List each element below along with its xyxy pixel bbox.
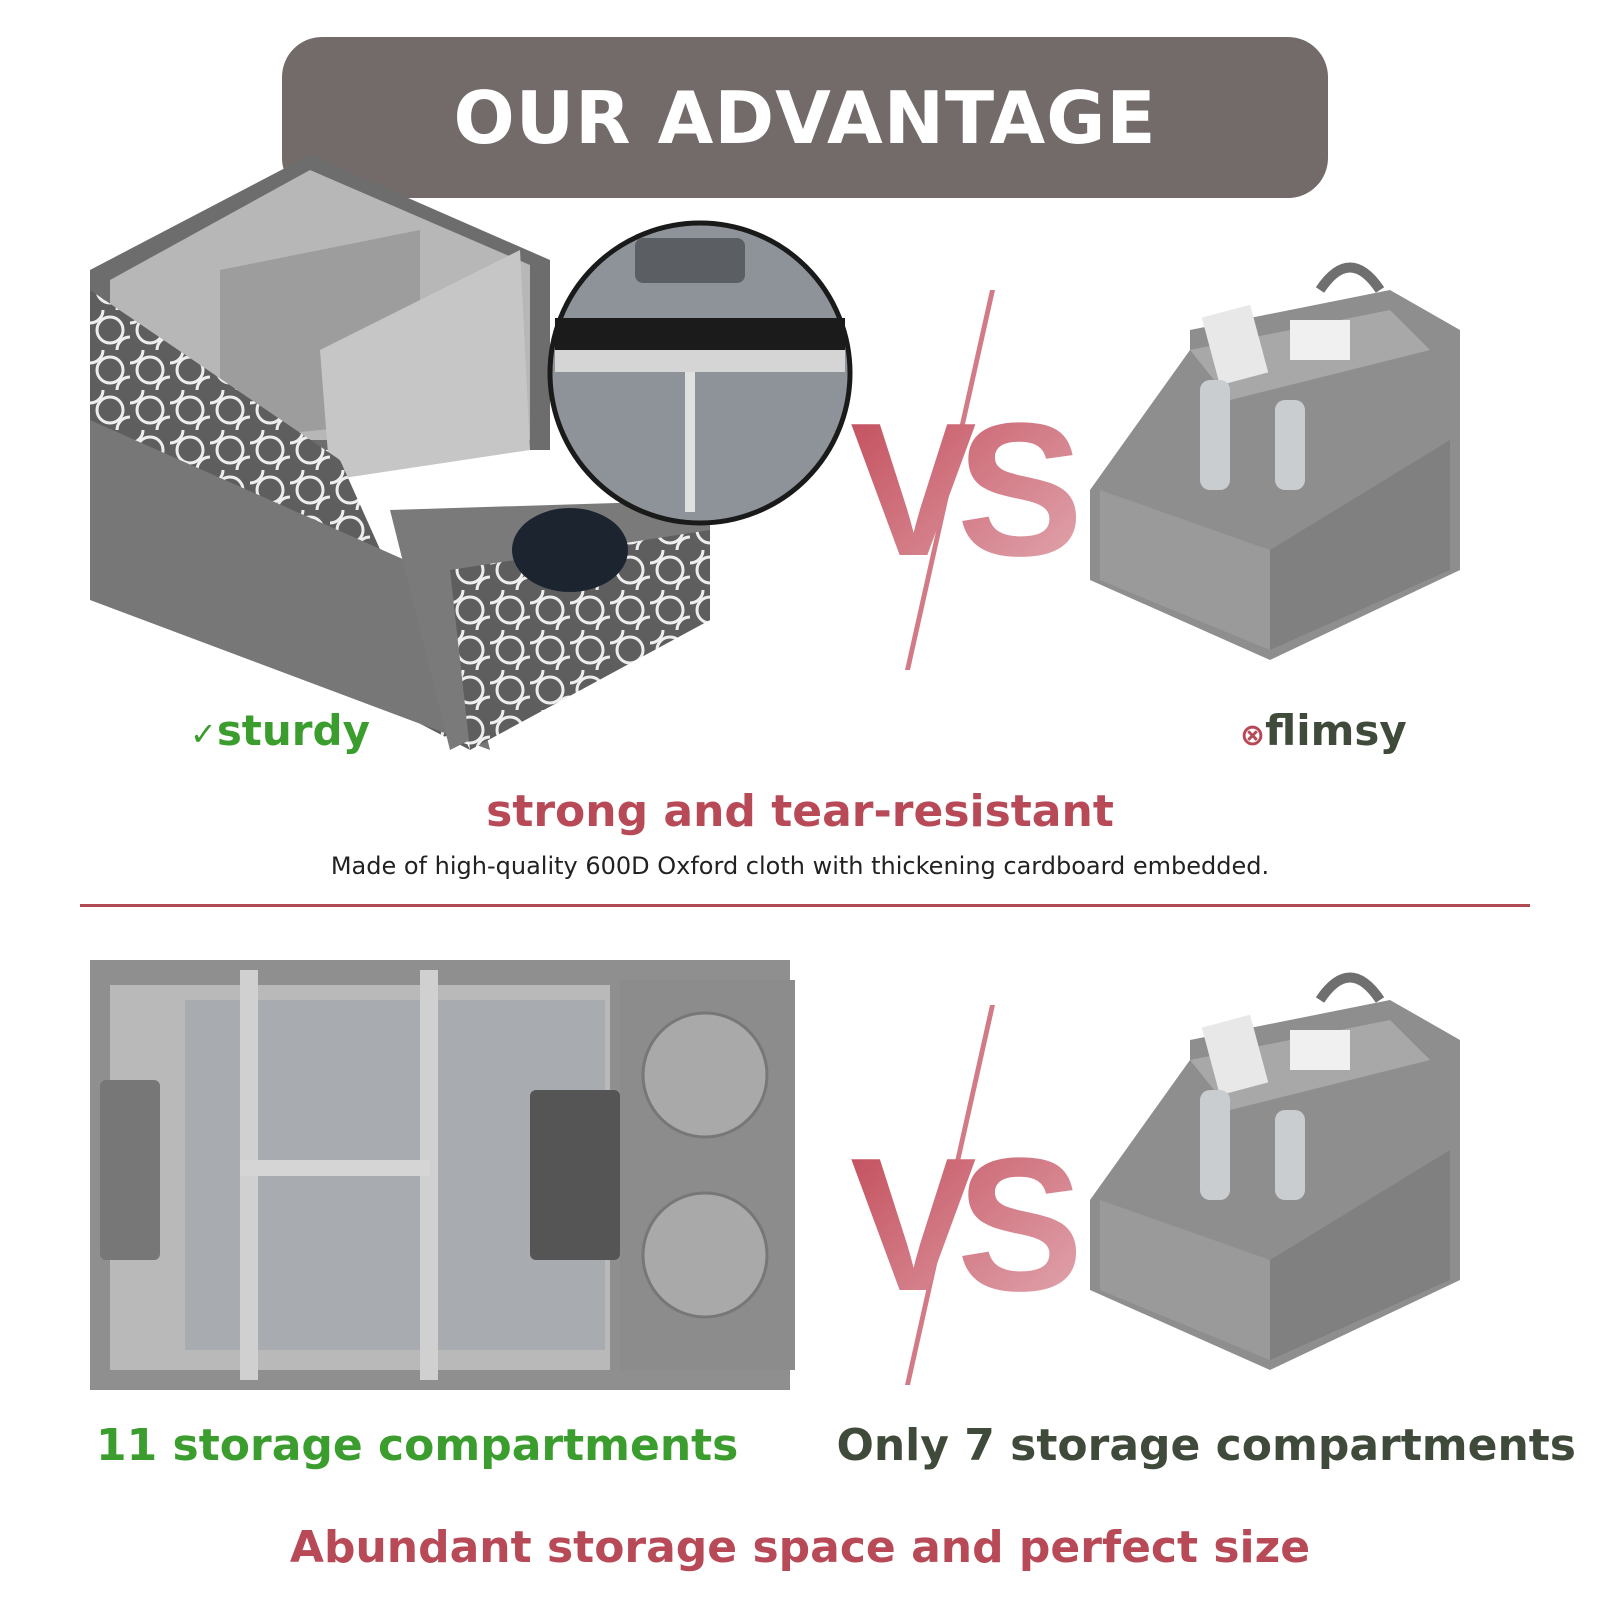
section1-description: Made of high-quality 600D Oxford cloth w…	[330, 852, 1270, 880]
competitor-organizer-image	[1090, 262, 1460, 660]
sturdy-label: ✓sturdy	[190, 706, 370, 755]
detail-inset-image	[547, 220, 853, 526]
vs-graphic-2: VS	[850, 1005, 1097, 1385]
title-banner: OUR ADVANTAGE	[282, 37, 1328, 198]
section2-headline: Abundant storage space and perfect size	[289, 1522, 1311, 1573]
section1-headline: strong and tear-resistant	[486, 786, 1114, 837]
vs-text: VS	[850, 384, 1077, 596]
vs-text-2: VS	[850, 1119, 1077, 1331]
ours-compartments-label: 11 storage compartments	[96, 1420, 739, 1471]
competitor-organizer-image-2	[1090, 972, 1460, 1370]
x-circle-icon: ⊗	[1240, 718, 1266, 753]
theirs-compartments-label: Only 7 storage compartments	[836, 1420, 1576, 1471]
section-divider	[80, 904, 1530, 907]
check-circle-icon: ✓	[190, 715, 217, 753]
our-organizer-top-view-image	[90, 960, 795, 1390]
flimsy-label: ⊗flimsy	[1240, 706, 1407, 755]
page-title: OUR ADVANTAGE	[453, 75, 1157, 160]
our-organizer-image	[90, 155, 710, 750]
vs-graphic: VS	[850, 290, 1097, 670]
